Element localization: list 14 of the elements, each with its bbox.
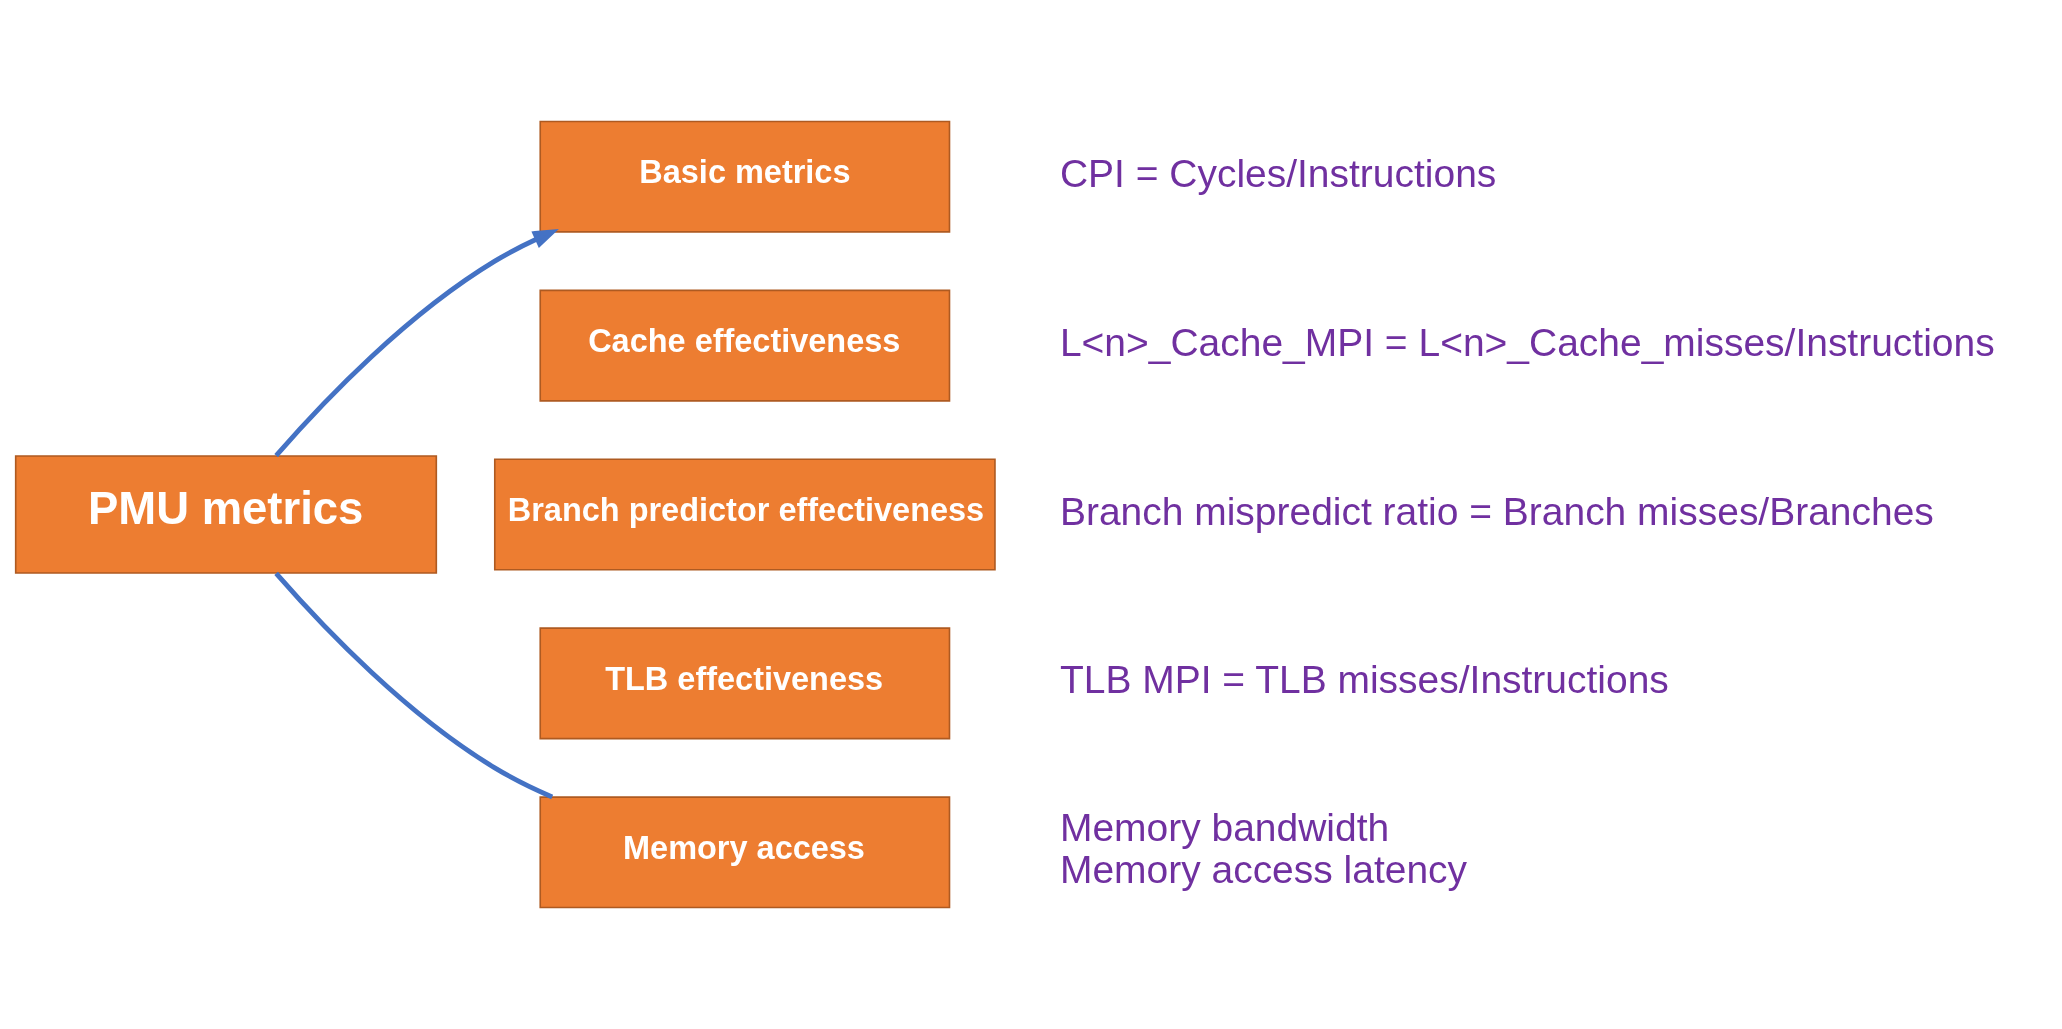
node-label: Memory access latency <box>1059 848 1467 892</box>
node-label: TLB MPI = TLB misses/Instructions <box>1059 658 1669 702</box>
node-label: CPI = Cycles/Instructions <box>1059 151 1496 195</box>
node-box: Branch predictor effectiveness <box>493 458 996 571</box>
arrow <box>273 229 559 458</box>
node-box: Basic metrics <box>538 120 950 233</box>
node-box: PMU metrics <box>14 455 437 574</box>
node-box: TLB effectiveness <box>538 627 950 740</box>
connector <box>273 571 553 800</box>
node-box: Cache effectiveness <box>538 289 950 402</box>
node-box: Memory access <box>538 796 950 909</box>
node-label: L<n>_Cache_MPI = L<n>_Cache_misses/Instructions <box>1059 320 1995 364</box>
node-label: Branch mispredict ratio = Branch misses/Branches <box>1059 489 1934 533</box>
node-label: Memory bandwidth <box>1059 806 1389 850</box>
